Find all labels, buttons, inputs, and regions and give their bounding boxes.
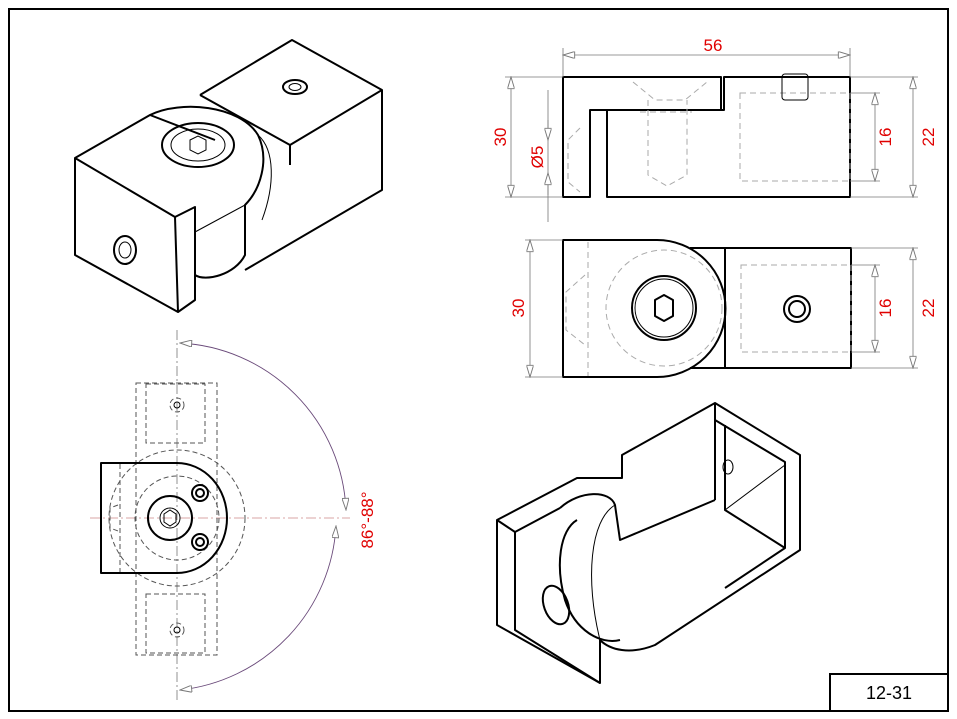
title-block: 12-31 — [829, 673, 949, 712]
dim-height-left: 30 — [491, 128, 510, 147]
isometric-view-top — [74, 39, 383, 313]
sheet-frame — [8, 8, 949, 712]
rotation-view: 86°-88° — [90, 330, 377, 700]
dim-overall-length: 56 — [704, 36, 723, 55]
dim-front-height-right: 22 — [919, 299, 938, 318]
dim-hole-diameter: Ø5 — [528, 146, 547, 169]
dim-front-inner-height: 16 — [876, 299, 895, 318]
dim-front-height-left: 30 — [509, 299, 528, 318]
isometric-view-bottom — [496, 402, 801, 684]
dim-height-right: 22 — [919, 128, 938, 147]
angle-range-label: 86°-88° — [358, 491, 377, 548]
sheet-number: 12-31 — [866, 683, 912, 703]
dim-inner-height: 16 — [876, 128, 895, 147]
top-view: 56 30 Ø5 16 22 — [491, 36, 938, 222]
front-view: 30 16 22 — [509, 240, 938, 377]
